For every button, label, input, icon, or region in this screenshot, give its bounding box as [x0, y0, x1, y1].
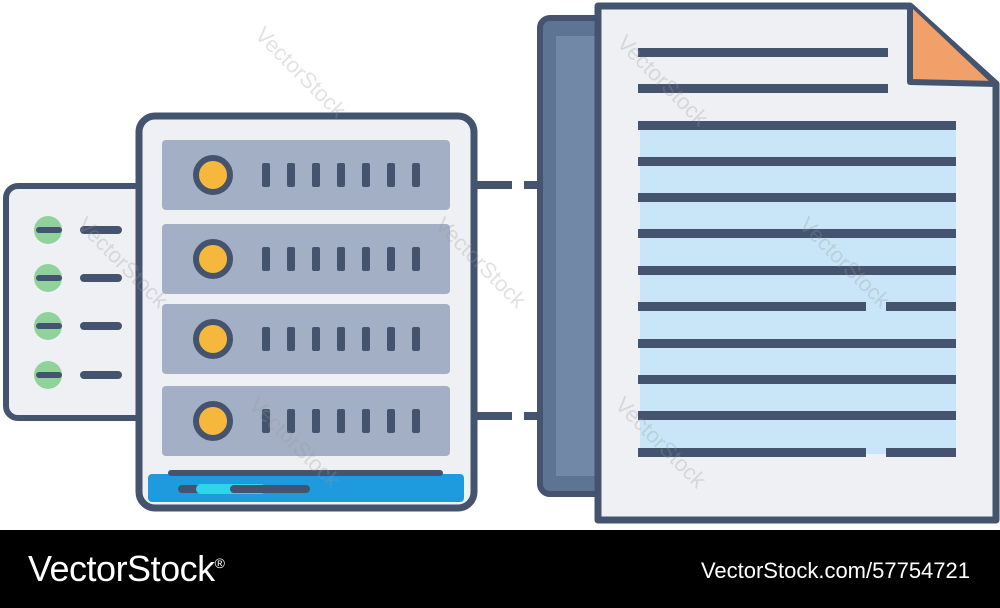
server-vent [287, 409, 295, 433]
server-units [162, 140, 450, 456]
server-vent [312, 327, 320, 351]
server-vent [362, 327, 370, 351]
document-icon [594, 2, 1000, 524]
document-line [638, 375, 956, 384]
server-vent [312, 409, 320, 433]
server-vent [387, 327, 395, 351]
document-line [638, 193, 956, 202]
server-unit-panel [162, 224, 450, 294]
document-line [886, 448, 956, 457]
footer-image-id: VectorStock.com/57754721 [700, 558, 970, 583]
document-line [886, 302, 956, 311]
document-line [638, 302, 866, 311]
server-vent [362, 163, 370, 187]
footer-brand: VectorStock® [28, 548, 225, 590]
document-line [638, 411, 956, 420]
server-vent [337, 163, 345, 187]
document-line [638, 266, 956, 275]
server-vent [287, 247, 295, 271]
footer-brand-text: VectorStock [28, 548, 215, 589]
document-line [638, 448, 866, 457]
server-vent [287, 163, 295, 187]
server-vent [312, 247, 320, 271]
document-text-lines [638, 48, 956, 457]
server-vent [262, 327, 270, 351]
document-line [638, 121, 956, 130]
data-storage-illustration [3, 2, 1000, 524]
server-vent [412, 327, 420, 351]
server-vent [387, 247, 395, 271]
storage-drawer-icon [3, 183, 154, 421]
server-vent [412, 247, 420, 271]
server-vent [362, 409, 370, 433]
server-vent [262, 247, 270, 271]
server-unit-panel [162, 140, 450, 210]
server-vent [387, 163, 395, 187]
registered-mark: ® [214, 555, 225, 571]
server-unit [162, 386, 450, 456]
drawer-led-row [34, 216, 122, 389]
connector-lines [474, 181, 542, 420]
server-unit [162, 304, 450, 374]
document-line [638, 48, 888, 57]
server-vent [337, 327, 345, 351]
server-vent [387, 409, 395, 433]
footer-bar: VectorStock® VectorStock.com/57754721 [0, 530, 1000, 608]
document-line [638, 339, 956, 348]
server-unit [162, 140, 450, 210]
document-line [638, 84, 888, 93]
server-vent [262, 163, 270, 187]
server-led-icon [193, 239, 233, 279]
server-unit [162, 224, 450, 294]
server-unit-panel [162, 304, 450, 374]
server-rack-icon [135, 112, 478, 512]
server-vent [412, 409, 420, 433]
server-led-icon [193, 155, 233, 195]
document-line [638, 157, 956, 166]
server-vent [412, 163, 420, 187]
server-vent [362, 247, 370, 271]
document-line [638, 229, 956, 238]
server-led-icon [193, 319, 233, 359]
server-vent [262, 409, 270, 433]
server-led-icon [193, 401, 233, 441]
server-vent [287, 327, 295, 351]
server-vent [312, 163, 320, 187]
server-vent [337, 409, 345, 433]
server-unit-panel [162, 386, 450, 456]
server-vent [337, 247, 345, 271]
